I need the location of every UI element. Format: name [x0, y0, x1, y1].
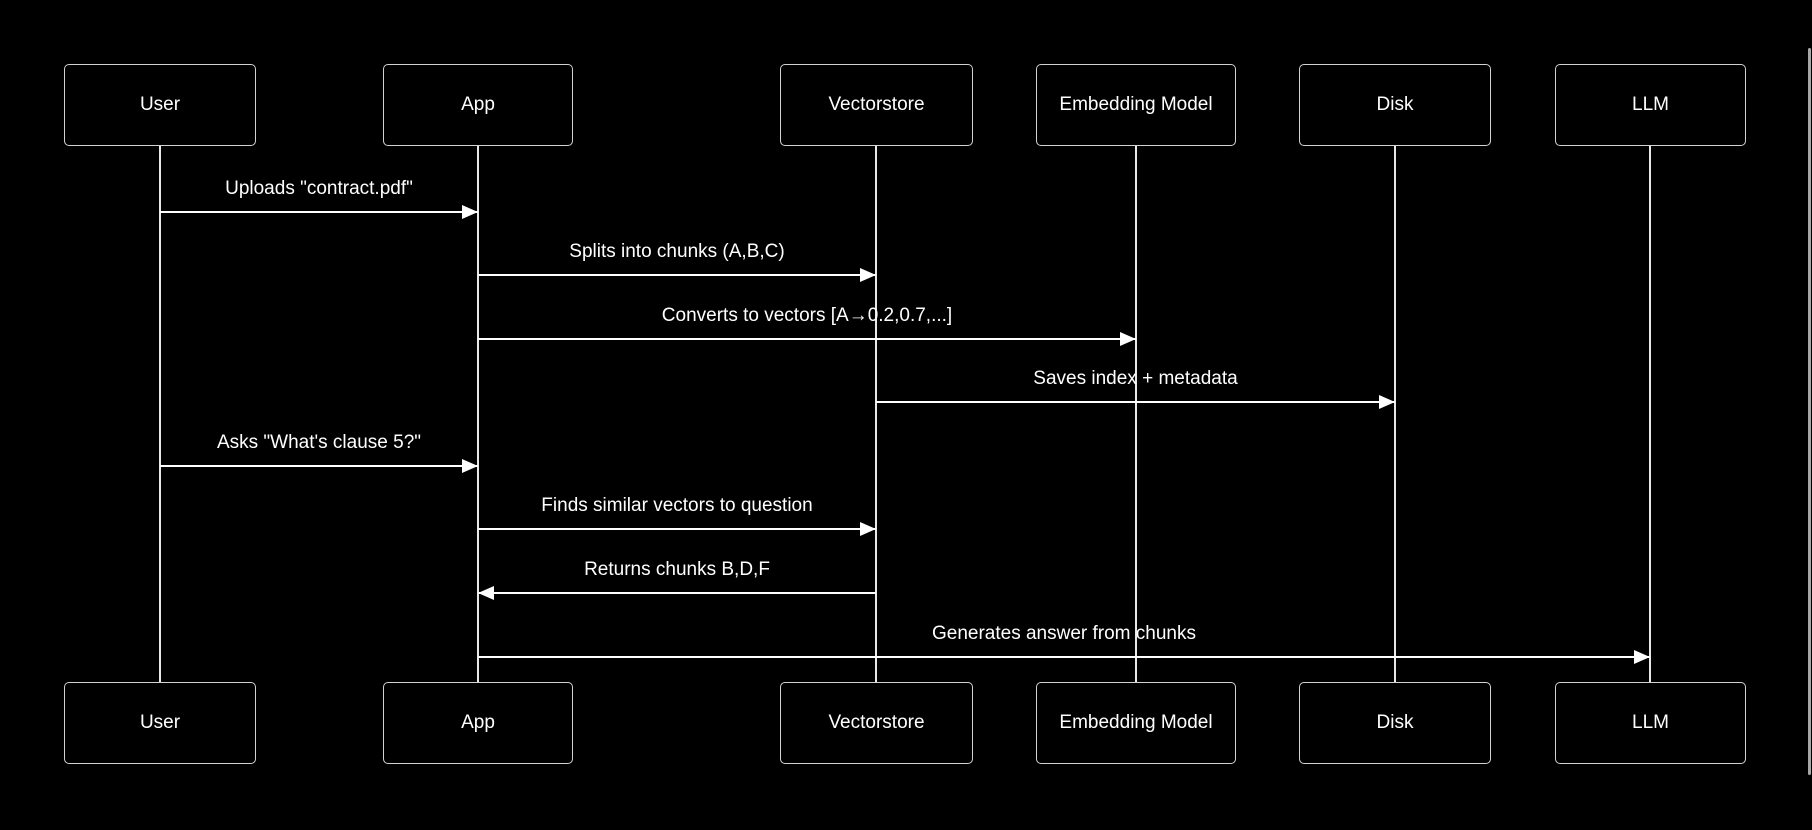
message-label-2: Splits into chunks (A,B,C) — [569, 241, 785, 263]
actor-box-user-bottom: User — [64, 682, 256, 764]
actor-box-vectorstore-bottom: Vectorstore — [780, 682, 973, 764]
lifeline-llm — [1649, 146, 1651, 682]
message-label-4: Saves index + metadata — [1033, 368, 1238, 390]
arrowhead-icon — [462, 459, 478, 473]
arrowhead-icon — [1120, 332, 1136, 346]
message-label-5: Asks "What's clause 5?" — [216, 432, 422, 454]
message-arrow-6: Finds similar vectors to question — [478, 495, 876, 536]
actor-box-disk-bottom: Disk — [1299, 682, 1491, 764]
arrowhead-icon — [1634, 650, 1650, 664]
actor-label: Vectorstore — [828, 94, 925, 115]
lifeline-user — [159, 146, 161, 682]
actor-label: Disk — [1376, 712, 1414, 733]
arrowhead-icon — [1379, 395, 1395, 409]
actor-label: Vectorstore — [828, 712, 925, 733]
actor-box-embedding-top: Embedding Model — [1036, 64, 1236, 146]
message-label-6: Finds similar vectors to question — [541, 495, 813, 517]
message-arrow-8: Generates answer from chunks — [478, 623, 1650, 664]
lifeline-disk — [1394, 146, 1396, 682]
actor-box-llm-top: LLM — [1555, 64, 1746, 146]
lifeline-embedding — [1135, 146, 1137, 682]
actor-box-app-bottom: App — [383, 682, 573, 764]
actor-label: User — [139, 94, 181, 115]
actor-box-app-top: App — [383, 64, 573, 146]
actor-label: Disk — [1376, 94, 1414, 115]
actor-label: User — [139, 712, 181, 733]
arrowhead-icon — [478, 586, 494, 600]
message-arrow-7: Returns chunks B,D,F — [478, 559, 876, 600]
arrowhead-icon — [860, 522, 876, 536]
message-arrow-5: Asks "What's clause 5?" — [160, 432, 478, 473]
lifeline-vectorstore — [875, 146, 877, 682]
message-arrow-3: Converts to vectors [A→0.2,0.7,...] — [478, 305, 1136, 346]
actor-label: App — [461, 712, 495, 733]
lifeline-app — [477, 146, 479, 682]
actor-label: LLM — [1632, 94, 1669, 115]
actor-label: Embedding Model — [1059, 94, 1213, 115]
actor-box-user-top: User — [64, 64, 256, 146]
actor-box-embedding-bottom: Embedding Model — [1036, 682, 1236, 764]
message-label-8: Generates answer from chunks — [931, 623, 1196, 645]
message-label-1: Uploads "contract.pdf" — [225, 178, 413, 200]
message-label-3: Converts to vectors [A→0.2,0.7,...] — [661, 305, 953, 327]
arrowhead-icon — [860, 268, 876, 282]
message-arrow-1: Uploads "contract.pdf" — [160, 178, 478, 219]
actor-label: Embedding Model — [1059, 712, 1213, 733]
scrollbar-thumb[interactable] — [1808, 48, 1811, 775]
actor-label: LLM — [1632, 712, 1669, 733]
message-arrow-2: Splits into chunks (A,B,C) — [478, 241, 876, 282]
actor-box-llm-bottom: LLM — [1555, 682, 1746, 764]
message-label-7: Returns chunks B,D,F — [584, 559, 770, 581]
arrowhead-icon — [462, 205, 478, 219]
actor-box-vectorstore-top: Vectorstore — [780, 64, 973, 146]
actor-label: App — [461, 94, 495, 115]
message-arrow-4: Saves index + metadata — [876, 368, 1395, 409]
actor-box-disk-top: Disk — [1299, 64, 1491, 146]
